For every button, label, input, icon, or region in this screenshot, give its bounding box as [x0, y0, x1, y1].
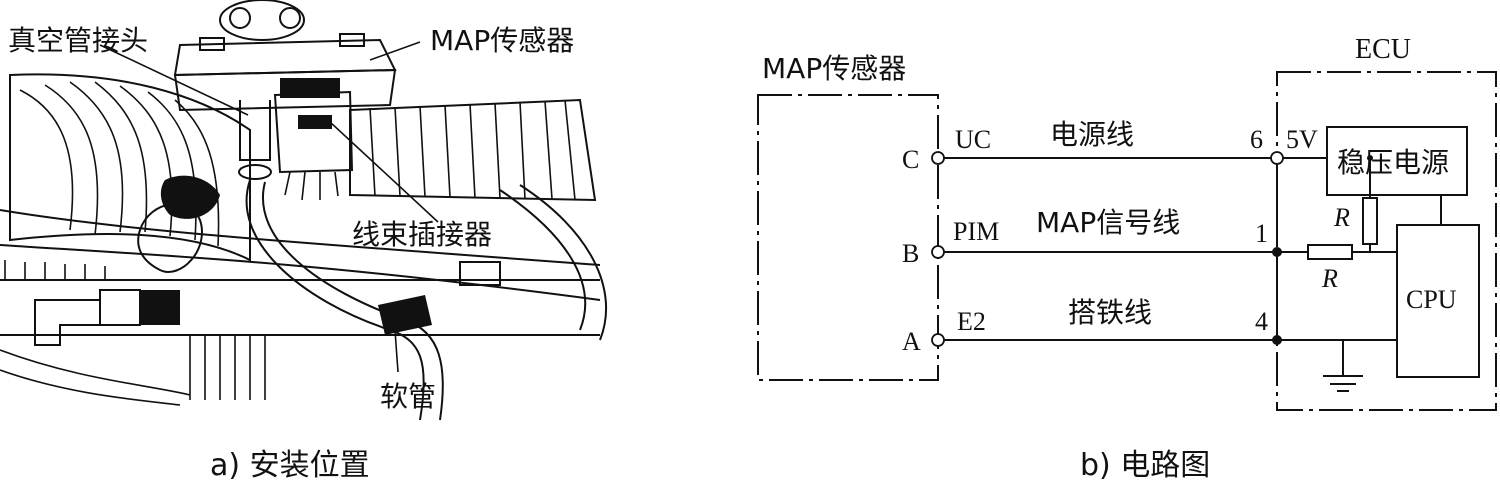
ecu-terminal-4	[1272, 335, 1282, 345]
ground-line-label: 搭铁线	[1068, 296, 1152, 329]
pin-c-label: C	[902, 145, 919, 174]
pullup-resistor	[1362, 197, 1378, 245]
sensor-title: MAP传感器	[762, 52, 906, 85]
label-vacuum-connector: 真空管接头	[8, 24, 148, 57]
ecu-terminal-6	[1270, 151, 1284, 165]
line-signal: B PIM MAP信号线 1 R R	[902, 155, 1397, 293]
pullup-resistor-label: R	[1333, 203, 1350, 232]
cpu-box	[1396, 224, 1480, 378]
cpu-label: CPU	[1406, 285, 1457, 314]
power-line-label: 电源线	[1050, 118, 1134, 151]
line-ground: A E2 搭铁线 4	[902, 296, 1397, 392]
ecu-title: ECU	[1355, 34, 1411, 65]
terminal-c	[931, 151, 945, 165]
ground-symbol	[1323, 340, 1363, 392]
line-power: C UC 电源线 6 5V	[902, 118, 1327, 174]
series-resistor	[1307, 244, 1353, 260]
label-harness-connector: 线束插接器	[352, 218, 492, 251]
label-map-sensor: MAP传感器	[430, 24, 574, 57]
label-hose: 软管	[380, 380, 436, 413]
installation-illustration	[0, 0, 608, 421]
ecu-pin-1-label: 1	[1255, 219, 1268, 248]
caption-installation: a) 安装位置	[210, 448, 370, 483]
signal-e2-label: E2	[957, 307, 986, 336]
pin-a-label: A	[902, 327, 921, 356]
sensor-box	[757, 94, 939, 381]
signal-pim-label: PIM	[953, 217, 999, 246]
pin-b-label: B	[902, 239, 919, 268]
voltage-label: 5V	[1286, 125, 1318, 154]
regulator-box	[1326, 126, 1468, 196]
ecu-terminal-1	[1272, 247, 1282, 257]
regulator-label: 稳压电源	[1337, 146, 1449, 179]
ecu-pin-4-label: 4	[1255, 307, 1268, 336]
ecu-box	[1276, 71, 1497, 411]
signal-line-label: MAP信号线	[1036, 206, 1180, 239]
terminal-b	[931, 245, 945, 259]
ecu-pin-6-label: 6	[1250, 125, 1263, 154]
signal-uc-label: UC	[955, 125, 991, 154]
terminal-a	[931, 333, 945, 347]
caption-circuit: b) 电路图	[1080, 448, 1210, 483]
series-resistor-label: R	[1321, 264, 1338, 293]
